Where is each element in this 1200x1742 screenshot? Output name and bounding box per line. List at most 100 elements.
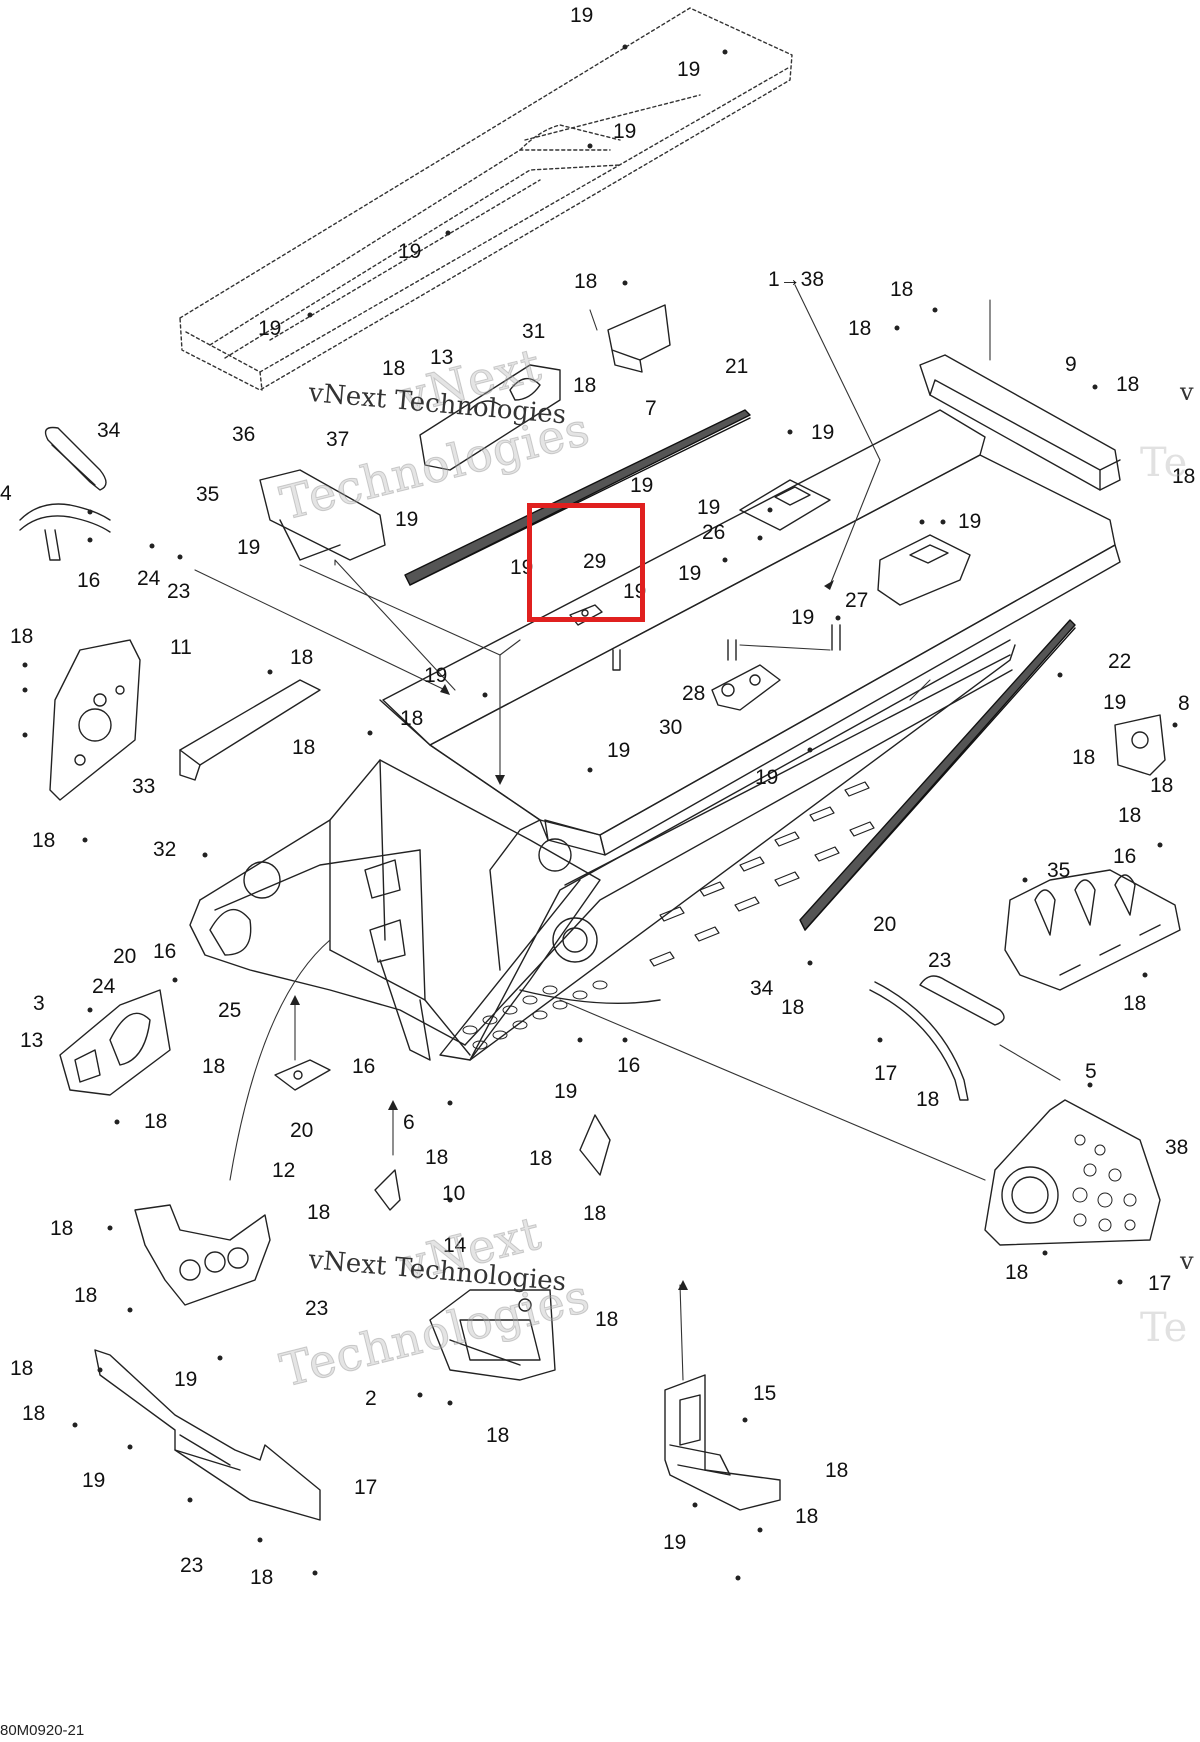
part-13-lower-plate — [274, 1059, 331, 1091]
part-4-strap-left — [19, 503, 111, 561]
callout: 18 — [74, 1284, 98, 1307]
callout: 19 — [697, 496, 721, 519]
callout: 27 — [845, 589, 869, 612]
callout: 33 — [132, 775, 156, 798]
callout: 18 — [486, 1424, 510, 1447]
callout: 8 — [1178, 692, 1190, 715]
callout: 25 — [218, 999, 242, 1022]
callout: 10 — [442, 1182, 466, 1205]
callout: 7 — [645, 397, 657, 420]
part-34-handle-left — [44, 426, 107, 491]
callout: 38 — [1165, 1136, 1189, 1159]
callout: 2 — [365, 1387, 377, 1410]
callout: 3 — [33, 992, 45, 1015]
callout: 18 — [848, 317, 872, 340]
callout: 19 — [237, 536, 261, 559]
callout: 18 — [916, 1088, 940, 1111]
callout: 34 — [750, 977, 774, 1000]
callout: 11 — [170, 636, 192, 659]
callout: 18 — [1123, 992, 1147, 1015]
callout: 18 — [825, 1459, 849, 1482]
callout: 18 — [425, 1146, 449, 1169]
part-34-handle-right — [919, 975, 1005, 1026]
callout: 19 — [258, 317, 282, 340]
part-7-bracket — [607, 304, 671, 373]
rail-22 — [799, 619, 1076, 931]
tunnel-body — [189, 409, 1121, 1061]
callout: 18 — [292, 736, 316, 759]
callout: 18 — [32, 829, 56, 852]
watermark-edge-v-top: v — [1180, 378, 1194, 406]
part-32-plate — [1004, 869, 1181, 991]
callout: 35 — [1047, 859, 1071, 882]
part-10-bracket — [134, 1204, 271, 1306]
callout: 9 — [1065, 353, 1077, 376]
callout: 14 — [443, 1234, 467, 1257]
callout: 17 — [874, 1062, 898, 1085]
callout: 16 — [617, 1054, 641, 1077]
callout: 18 — [50, 1217, 74, 1240]
callout: 12 — [272, 1159, 296, 1182]
callout: 32 — [153, 838, 177, 861]
callout: 19 — [398, 240, 422, 263]
callout: 30 — [659, 716, 683, 739]
callout: 35 — [196, 483, 220, 506]
callout: 19 — [1103, 691, 1127, 714]
callout: 18 — [795, 1505, 819, 1528]
callout: 17 — [1148, 1272, 1172, 1295]
callout: 28 — [682, 682, 706, 705]
callout: 18 — [781, 996, 805, 1019]
range-label: 1→38 — [768, 268, 825, 291]
part-6-bracket — [579, 1114, 611, 1176]
callout: 22 — [1108, 650, 1132, 673]
callout: 5 — [1085, 1060, 1097, 1083]
diagram-code: 80M0920-21 — [0, 1722, 85, 1739]
callout: 19 — [958, 510, 982, 533]
tunnel-top-panel — [179, 7, 793, 391]
callout: 18 — [1172, 465, 1196, 488]
callout: 19 — [663, 1531, 687, 1554]
part-2-bar — [94, 1349, 321, 1521]
callout: 23 — [928, 949, 952, 972]
callout: 31 — [522, 320, 546, 343]
callout: 6 — [403, 1111, 415, 1134]
part-3-bracket — [59, 989, 171, 1096]
callout: 20 — [113, 945, 137, 968]
part-30-plate — [711, 664, 781, 711]
callout: 24 — [92, 975, 116, 998]
callout: 26 — [702, 521, 726, 544]
callout: 18 — [1150, 774, 1174, 797]
highlight-box-part-29 — [527, 503, 645, 622]
callout: 18 — [890, 278, 914, 301]
callout: 4 — [0, 482, 12, 505]
callout: 18 — [307, 1201, 331, 1224]
callout: 18 — [400, 707, 424, 730]
part-14-bracket — [429, 1289, 556, 1381]
callout: 13 — [430, 346, 454, 369]
callout: 19 — [811, 421, 835, 444]
part-36-bracket — [259, 469, 386, 561]
callout: 18 — [10, 625, 34, 648]
tunnel-holes — [462, 980, 608, 1050]
callout: 24 — [137, 567, 161, 590]
part-33-strip — [179, 679, 321, 781]
watermark-edge-te-bottom: Te — [1140, 1305, 1188, 1351]
part-9-plate — [919, 354, 1121, 491]
arrow-heads — [290, 580, 834, 1290]
callout: 18 — [1116, 373, 1140, 396]
callout: 18 — [1072, 746, 1096, 769]
callout: 19 — [678, 562, 702, 585]
callout: 18 — [574, 270, 598, 293]
callout: 23 — [167, 580, 191, 603]
callout: 18 — [10, 1357, 34, 1380]
callout: 17 — [354, 1476, 378, 1499]
callout: 36 — [232, 423, 256, 446]
callout: 19 — [554, 1080, 578, 1103]
callout: 15 — [753, 1382, 777, 1405]
part-28-posts — [727, 624, 841, 661]
callout: 19 — [174, 1368, 198, 1391]
part-26-plate — [739, 479, 831, 531]
part-5-strap-right — [869, 981, 969, 1101]
